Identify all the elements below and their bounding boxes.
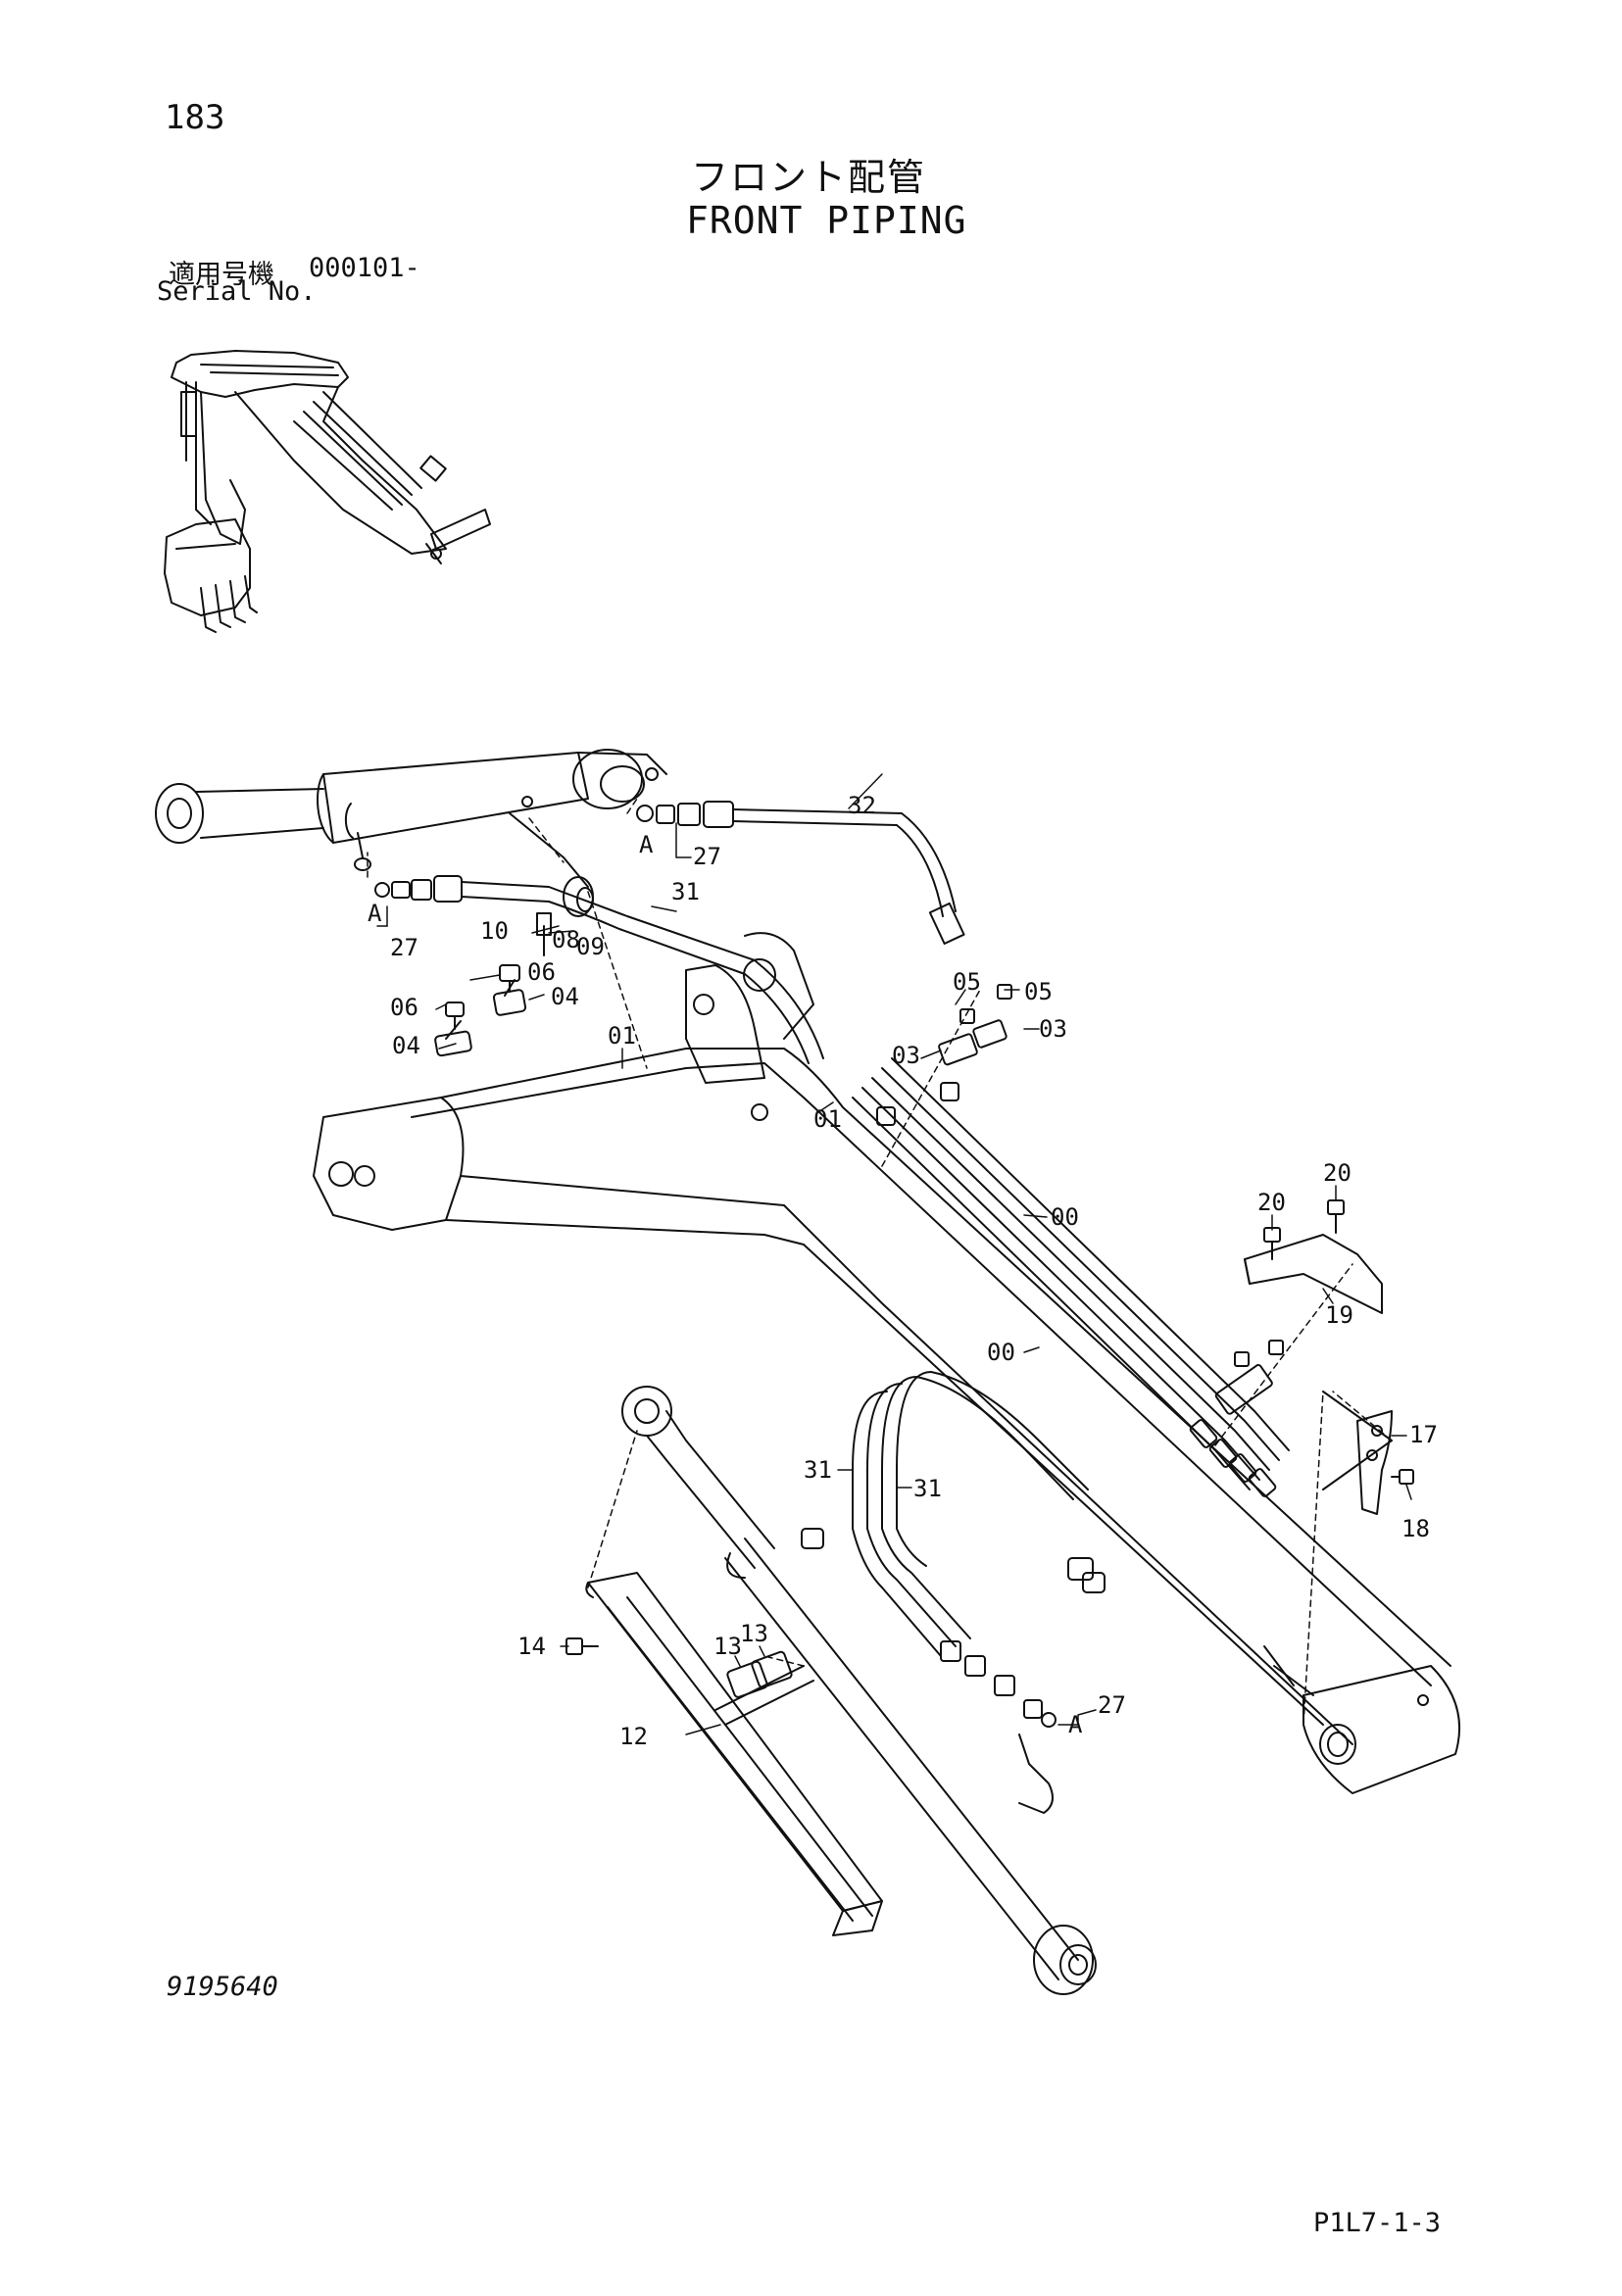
callout-06-right: 06	[527, 958, 556, 986]
hose-protector-12	[565, 1572, 883, 1936]
callout-31-right: 31	[913, 1475, 942, 1502]
callout-31-left: 31	[804, 1456, 832, 1484]
bracket-17	[1356, 1410, 1414, 1515]
bracket-19	[1244, 1199, 1383, 1314]
clamp-assembly-right	[1214, 1340, 1393, 1490]
serial-value: 000101-	[309, 253, 420, 283]
callout-27-upper: 27	[693, 843, 721, 870]
boom-body	[313, 932, 1461, 1794]
band-13	[714, 1650, 814, 1726]
callout-01-upper: 01	[608, 1022, 636, 1050]
boom-cylinder	[621, 1386, 1097, 1995]
page-reference: P1L7-1-3	[1313, 2208, 1442, 2238]
callout-08: 08	[552, 926, 580, 953]
page-title: FRONT PIPING	[686, 199, 967, 242]
dashed-leaders	[367, 798, 1393, 1726]
callout-leaders	[376, 773, 1412, 1735]
callout-labels: 32 A 27 31 A 27 10 08 09 06 04 06 04 01 …	[368, 792, 1438, 1750]
serial-label: Serial No.	[157, 276, 317, 307]
callout-04-right: 04	[551, 983, 579, 1010]
callout-03-left: 03	[892, 1042, 920, 1069]
callout-00-upper: 00	[1051, 1203, 1079, 1231]
callout-32: 32	[848, 792, 876, 819]
callout-19: 19	[1325, 1301, 1353, 1329]
callout-05-left: 05	[953, 968, 981, 996]
page-title-japanese: フロント配管	[691, 156, 927, 199]
callout-17: 17	[1409, 1421, 1438, 1448]
clamp-04-06	[434, 964, 527, 1057]
hose-31-lower	[852, 1371, 1106, 1814]
callout-04-left: 04	[392, 1032, 420, 1059]
arm-cylinder	[155, 749, 667, 888]
callout-a-lower: A	[1068, 1711, 1083, 1738]
callout-27-left: 27	[390, 934, 418, 961]
callout-a-upper: A	[639, 831, 654, 858]
boom-pipes	[852, 1057, 1290, 1497]
callout-10: 10	[480, 917, 509, 945]
serial-label-japanese: 適用号機	[169, 260, 274, 290]
callout-20-left: 20	[1257, 1189, 1286, 1216]
callout-27-lower: 27	[1098, 1691, 1126, 1719]
callout-06-left: 06	[390, 994, 418, 1021]
callout-00-lower: 00	[987, 1339, 1015, 1366]
callout-20-right: 20	[1323, 1159, 1352, 1187]
callout-05-right: 05	[1024, 978, 1053, 1005]
callout-03-right: 03	[1039, 1015, 1067, 1043]
callout-13-left: 13	[713, 1633, 742, 1660]
callout-12: 12	[619, 1723, 648, 1750]
callout-01-lower: 01	[813, 1105, 842, 1133]
overview-thumbnail	[164, 350, 491, 633]
callout-14: 14	[517, 1633, 546, 1660]
callout-09: 09	[576, 933, 605, 960]
page-number: 183	[165, 98, 225, 137]
callout-a-left: A	[368, 900, 382, 927]
clamp-03-05	[938, 984, 1012, 1066]
fitting-cluster-upper	[636, 801, 965, 945]
callout-18: 18	[1401, 1515, 1430, 1542]
drawing-number: 9195640	[167, 1972, 278, 2002]
callout-31-upper: 31	[671, 878, 700, 905]
callout-13-right: 13	[740, 1620, 768, 1647]
